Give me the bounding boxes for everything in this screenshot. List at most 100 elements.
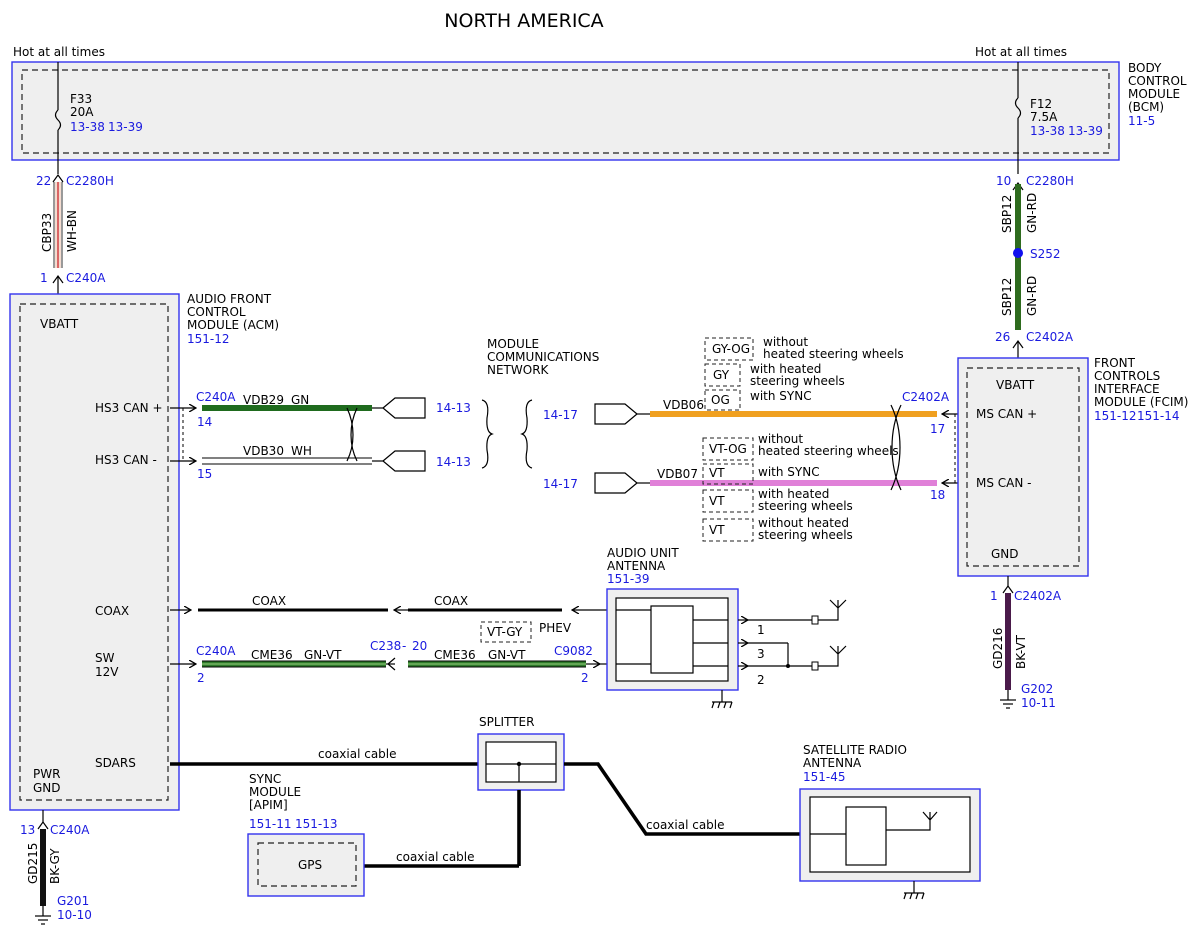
gd215-color: BK-GY bbox=[48, 848, 62, 884]
antenna-1-icon bbox=[818, 599, 847, 621]
opt-bot-4-code: VT bbox=[709, 523, 725, 537]
antenna-name-2: ANTENNA bbox=[607, 559, 666, 573]
fuse-f12-rating: 7.5A bbox=[1030, 110, 1058, 124]
g202-ref: 10-11 bbox=[1021, 696, 1056, 710]
fcim-ref1: 151-12 bbox=[1094, 409, 1137, 423]
coax-label-left: COAX bbox=[252, 594, 286, 608]
fcim-name-4: MODULE (FCIM) bbox=[1094, 395, 1188, 409]
opt-bot-1-desc1: without bbox=[758, 432, 803, 446]
antenna-2-icon bbox=[818, 645, 847, 667]
vdb30-ref: 14-13 bbox=[436, 455, 471, 469]
fcim-pin-ms-minus: MS CAN - bbox=[976, 476, 1032, 490]
ms-plus-pin: 17 bbox=[930, 422, 945, 436]
antenna-name-1: AUDIO UNIT bbox=[607, 546, 679, 560]
ms-color-options: GY-OG without heated steering wheels GY … bbox=[702, 335, 904, 542]
chassis-ground-2-icon bbox=[903, 881, 925, 900]
acm-pin-coax: COAX bbox=[95, 604, 129, 618]
fuse-f33-rating: 20A bbox=[70, 105, 94, 119]
g202-label: G202 bbox=[1021, 682, 1053, 696]
opt-bot-4-desc2: steering wheels bbox=[758, 528, 853, 542]
vdb29-ref: 14-13 bbox=[436, 401, 471, 415]
fcim-ref2: 151-14 bbox=[1137, 409, 1180, 423]
ms-minus-connector-icon bbox=[594, 472, 638, 494]
bcm-ref: 11-5 bbox=[1128, 114, 1155, 128]
fcim-name-3: INTERFACE bbox=[1094, 382, 1160, 396]
sat-antenna-icon bbox=[886, 811, 938, 831]
cbp33-conn-top: C2280H bbox=[66, 174, 114, 188]
cbp33-conn-bottom: C240A bbox=[66, 271, 106, 285]
gd216-circuit: GD216 bbox=[991, 628, 1005, 669]
sync-name-3: [APIM] bbox=[249, 798, 288, 812]
sbp12-conn-top: C2280H bbox=[1026, 174, 1074, 188]
hot-label-right: Hot at all times bbox=[975, 45, 1067, 59]
sw-pin-right: 2 bbox=[581, 671, 589, 685]
antenna-ref: 151-39 bbox=[607, 572, 650, 586]
acm-ref: 151-12 bbox=[187, 332, 230, 346]
cme36-left-color: GN-VT bbox=[304, 648, 342, 662]
cme36-right-color: GN-VT bbox=[488, 648, 526, 662]
acm-name-3: MODULE (ACM) bbox=[187, 318, 279, 332]
fcim-name-2: CONTROLS bbox=[1094, 369, 1160, 383]
acm-pin-sdars: SDARS bbox=[95, 756, 136, 770]
fcim-module: VBATT MS CAN + MS CAN - GND FRONT CONTRO… bbox=[957, 356, 1188, 577]
sw-conn-right: C9082 bbox=[554, 644, 593, 658]
hs3-can-bus: C240A 14 VDB29 GN 14-13 15 VDB30 WH 14-1… bbox=[170, 390, 471, 481]
bcm-module: Hot at all times Hot at all times BODY C… bbox=[11, 45, 1187, 161]
cme36-right-circuit: CME36 bbox=[434, 648, 476, 662]
sw-pin-left: 2 bbox=[197, 671, 205, 685]
cbp33-circuit: CBP33 bbox=[40, 213, 54, 252]
diagram-title: NORTH AMERICA bbox=[444, 10, 603, 32]
opt-bot-3-desc1: with heated bbox=[758, 487, 829, 501]
cme36-left-circuit: CME36 bbox=[251, 648, 293, 662]
opt-bot-3-desc2: steering wheels bbox=[758, 499, 853, 513]
gd215-circuit: GD215 bbox=[26, 843, 40, 884]
vdb30-color: WH bbox=[291, 444, 312, 458]
hot-label-left: Hot at all times bbox=[13, 45, 105, 59]
phev-label: PHEV bbox=[539, 621, 572, 635]
antenna-pin-2: 2 bbox=[757, 673, 765, 687]
bcm-name-4: (BCM) bbox=[1128, 100, 1164, 114]
coax-run: COAX COAX VT-GY PHEV bbox=[170, 594, 608, 643]
gd215-conn: C240A bbox=[50, 823, 90, 837]
coax-label-right: COAX bbox=[434, 594, 468, 608]
fuse-f12-icon bbox=[1014, 97, 1022, 119]
wire-sbp12: 10 C2280H SBP12 GN-RD S252 SBP12 GN-RD 2… bbox=[995, 160, 1074, 358]
sdars-cable-label: coaxial cable bbox=[318, 747, 397, 761]
sync-ref2: 151-13 bbox=[295, 817, 338, 831]
hs3-plus-pin: 14 bbox=[197, 415, 212, 429]
opt-bot-2-desc1: with SYNC bbox=[758, 465, 820, 479]
fuse-f33-ref2: 13-39 bbox=[108, 120, 143, 134]
acm-pin-gnd: GND bbox=[33, 781, 61, 795]
fcim-pin-ms-plus: MS CAN + bbox=[976, 407, 1037, 421]
fuse-f12-ref1: 13-38 bbox=[1030, 124, 1065, 138]
cbp33-pin-bottom: 1 bbox=[40, 271, 48, 285]
opt-top-2-code: GY bbox=[713, 368, 730, 382]
opt-top-2-desc1: with heated bbox=[750, 362, 821, 376]
bcm-name-2: CONTROL bbox=[1128, 74, 1187, 88]
sbp12-circuit-1: SBP12 bbox=[1000, 195, 1014, 233]
fcim-ground: 1 C2402A GD216 BK-VT G202 10-11 bbox=[990, 576, 1062, 710]
opt-top-2-desc2: steering wheels bbox=[750, 374, 845, 388]
opt-bot-1-desc2: heated steering wheels bbox=[758, 444, 899, 458]
acm-name-1: AUDIO FRONT bbox=[187, 292, 272, 306]
brace-right-icon bbox=[520, 399, 533, 469]
acm-pin-hs3-plus: HS3 CAN + bbox=[95, 401, 163, 415]
g201-label: G201 bbox=[57, 894, 89, 908]
acm-pin-sw: SW bbox=[95, 651, 115, 665]
splice-s252-label: S252 bbox=[1030, 247, 1061, 261]
cbp33-color: WH-BN bbox=[65, 210, 79, 252]
fcim-pin-vbatt: VBATT bbox=[996, 378, 1035, 392]
sbp12-conn-bottom: C2402A bbox=[1026, 330, 1074, 344]
fcim-pin-gnd: GND bbox=[991, 547, 1019, 561]
network-label-1: MODULE bbox=[487, 337, 539, 351]
g201-ref: 10-10 bbox=[57, 908, 92, 922]
ms-plus-conn: C2402A bbox=[902, 390, 950, 404]
vdb07-ref: 14-17 bbox=[543, 477, 578, 491]
bcm-name-3: MODULE bbox=[1128, 87, 1180, 101]
opt-bot-1-code: VT-OG bbox=[709, 442, 747, 456]
sync-ref1: 151-11 bbox=[249, 817, 292, 831]
opt-top-1-desc1: without bbox=[763, 335, 808, 349]
vdb07-circuit: VDB07 bbox=[657, 467, 698, 481]
sw-conn-left: C240A bbox=[196, 644, 236, 658]
hs3-minus-pin: 15 bbox=[197, 467, 212, 481]
